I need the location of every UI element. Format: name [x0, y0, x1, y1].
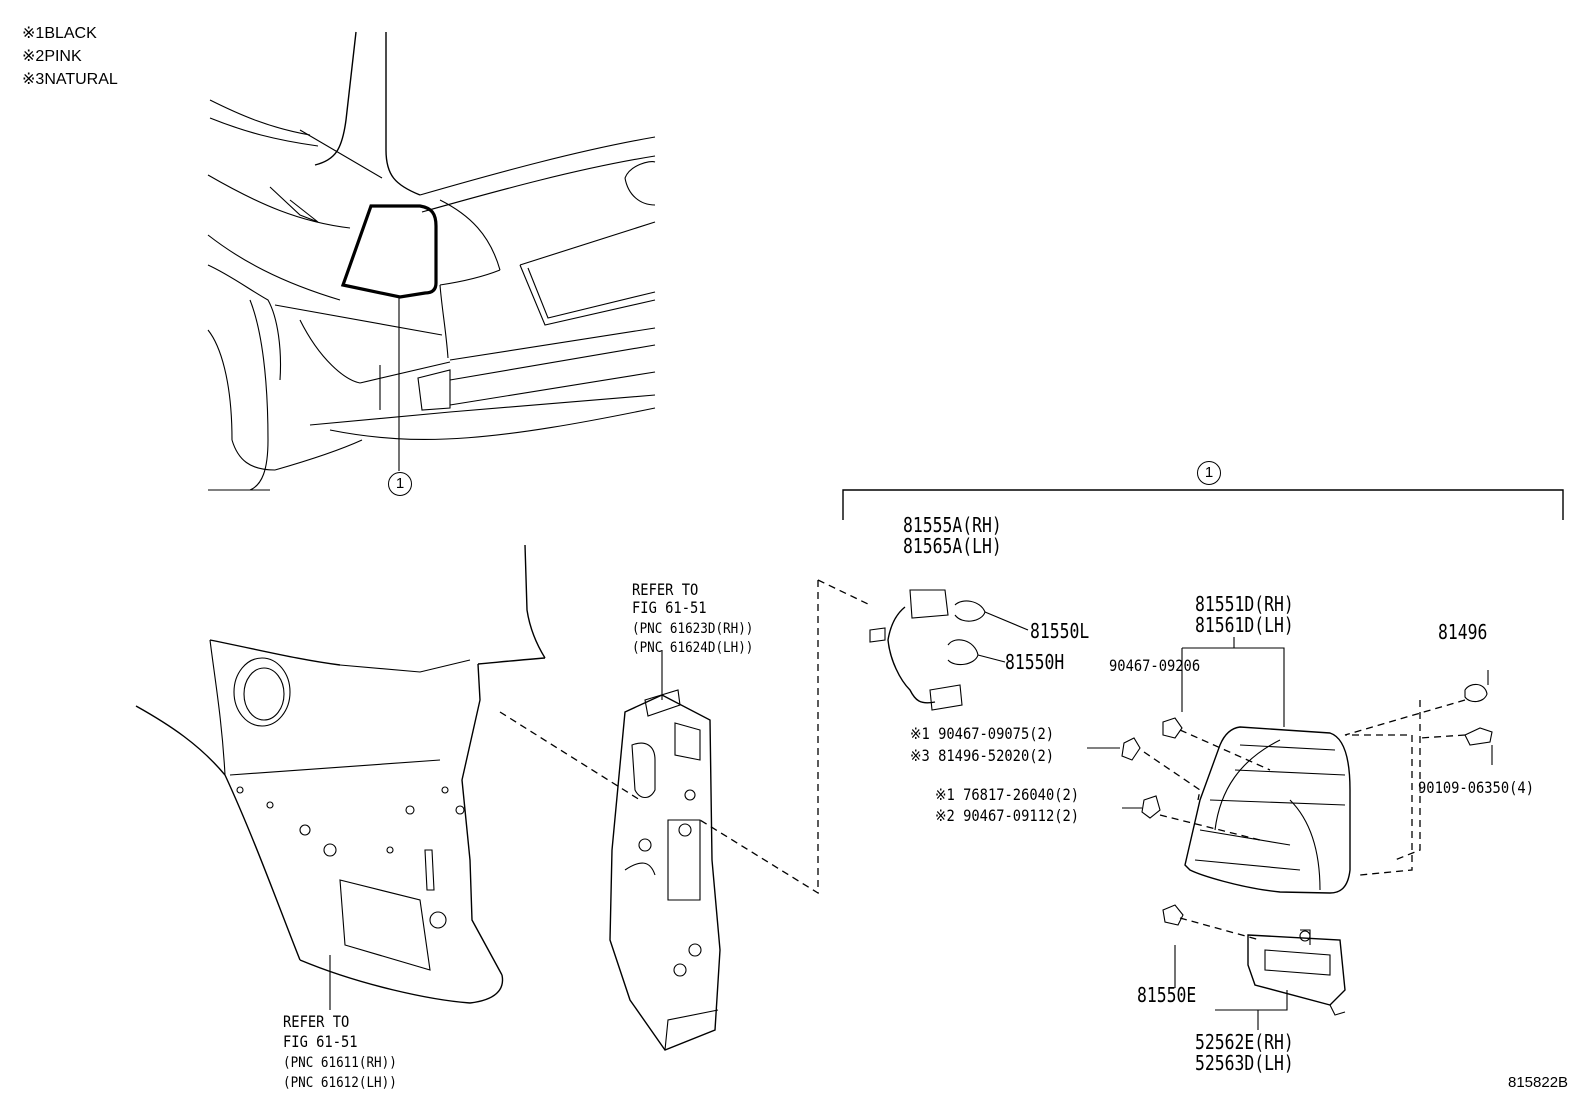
- legend-item: ※3NATURAL: [22, 71, 118, 88]
- legend-item: ※2PINK: [22, 48, 82, 65]
- vehicle-rear-view: [207, 31, 656, 491]
- refer-line[interactable]: REFER TO: [283, 1012, 350, 1031]
- part-81550L[interactable]: 81550L: [1030, 619, 1090, 643]
- part-81496-52020[interactable]: ※3 81496-52020(2): [910, 746, 1055, 765]
- part-81561D[interactable]: 81561D(LH): [1195, 613, 1294, 637]
- leader-dashes: [499, 579, 871, 895]
- lens-assembly: [1184, 726, 1351, 894]
- refer-pnc[interactable]: (PNC 61611(RH)): [283, 1055, 397, 1071]
- refer-line[interactable]: REFER TO: [632, 580, 699, 599]
- assembly-dashes: [1143, 699, 1466, 941]
- leader-lines: [1087, 637, 1493, 1030]
- assembly-bracket: [842, 489, 1564, 520]
- refer-line[interactable]: FIG 61-51: [632, 598, 707, 617]
- clip-icon: [1464, 683, 1488, 703]
- inner-panel: [609, 650, 721, 1051]
- quarter-panel: [135, 544, 546, 1010]
- grommet-icon: [1121, 737, 1141, 761]
- socket-harness: [869, 589, 1029, 711]
- part-90109-06350[interactable]: 90109-06350(4): [1418, 778, 1534, 797]
- part-81550E[interactable]: 81550E: [1137, 983, 1197, 1007]
- part-81496[interactable]: 81496: [1438, 620, 1488, 644]
- part-52562E[interactable]: 52562E(RH): [1195, 1030, 1294, 1054]
- lamp-bracket: [1247, 929, 1346, 1016]
- refer-pnc[interactable]: (PNC 61623D(RH)): [632, 621, 754, 637]
- refer-pnc[interactable]: (PNC 61624D(LH)): [632, 640, 754, 656]
- grommet-icon-2: [1141, 795, 1161, 819]
- legend-item: ※1BLACK: [22, 25, 97, 42]
- figure-id: 815822B: [1508, 1074, 1569, 1091]
- part-81550H[interactable]: 81550H: [1005, 650, 1065, 674]
- refer-pnc[interactable]: (PNC 61612(LH)): [283, 1075, 397, 1091]
- color-legend: ※1BLACK ※2PINK ※3NATURAL: [22, 22, 118, 91]
- part-90467-09112[interactable]: ※2 90467-09112(2): [935, 806, 1080, 825]
- screw-icon: [1162, 717, 1183, 739]
- callout-vehicle[interactable]: 1: [388, 472, 412, 496]
- part-52563D[interactable]: 52563D(LH): [1195, 1051, 1294, 1075]
- part-81551D[interactable]: 81551D(RH): [1195, 592, 1294, 616]
- part-90467-09206[interactable]: 90467-09206: [1109, 656, 1201, 675]
- refer-line[interactable]: FIG 61-51: [283, 1032, 358, 1051]
- part-90467-09075[interactable]: ※1 90467-09075(2): [910, 724, 1055, 743]
- callout-assembly[interactable]: 1: [1197, 461, 1221, 485]
- part-76817-26040[interactable]: ※1 76817-26040(2): [935, 785, 1080, 804]
- part-81565A[interactable]: 81565A(LH): [903, 534, 1002, 558]
- tail-lamp-highlight: [340, 204, 438, 299]
- part-81555A[interactable]: 81555A(RH): [903, 513, 1002, 537]
- bolt-icon: [1464, 727, 1493, 746]
- bulb-e-icon: [1162, 904, 1184, 926]
- fastener-icons: [1121, 683, 1493, 926]
